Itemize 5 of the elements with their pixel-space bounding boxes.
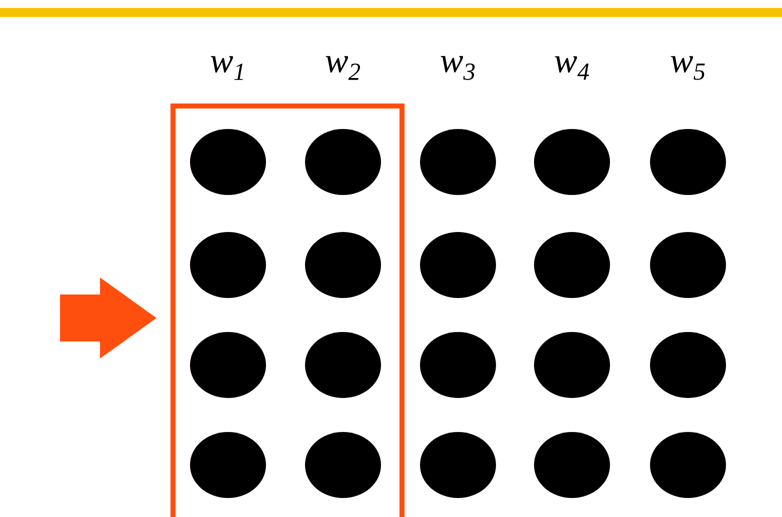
column-label: w$_{2}$ <box>326 56 360 80</box>
column-label: w$_{4}$ <box>554 56 589 80</box>
column-label: w$_{3}$ <box>440 56 475 80</box>
column-label: w$_{1}$ <box>210 56 243 80</box>
column-label: w$_{5}$ <box>670 56 705 80</box>
